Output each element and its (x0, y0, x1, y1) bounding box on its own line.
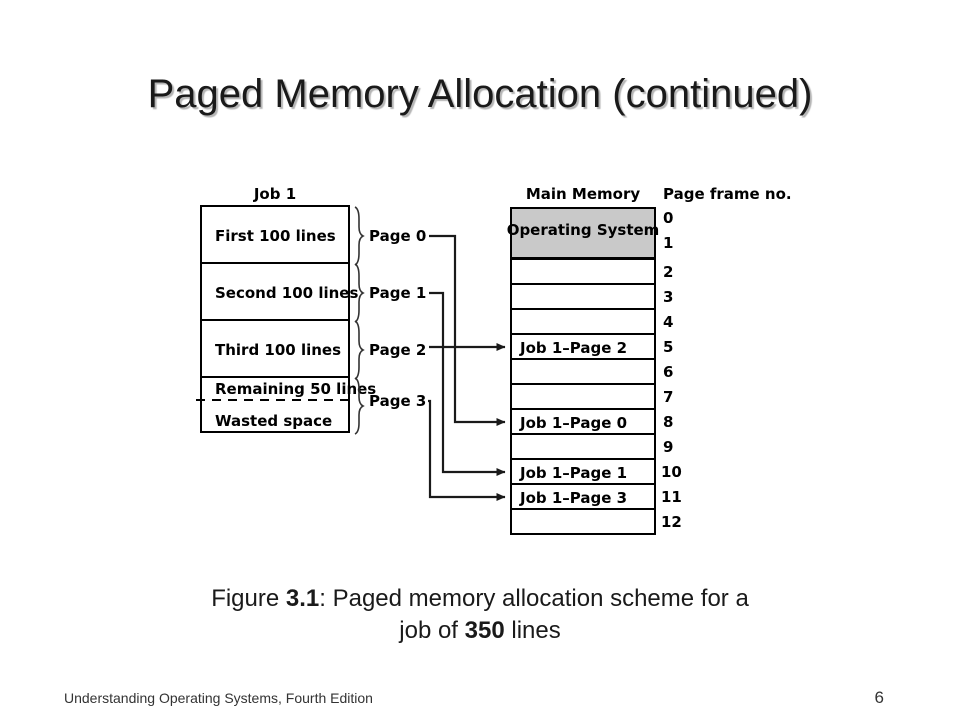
memory-frame-5 (510, 333, 656, 360)
page-label-1: Page 1 (369, 284, 426, 302)
connector-page-3-to-frame-11 (428, 399, 506, 501)
frame-no-2: 2 (663, 263, 673, 281)
frame-no-3: 3 (663, 288, 673, 306)
job-box (200, 205, 350, 433)
memory-frame-6 (510, 358, 656, 385)
frame-no-6: 6 (663, 363, 673, 381)
memory-frame-text-10: Job 1–Page 1 (519, 464, 627, 482)
frame-no-1: 1 (663, 234, 673, 252)
caption-line-count: 350 (464, 617, 505, 644)
page-frame-no-label: Page frame no. (663, 185, 792, 203)
connector-page-0-to-frame-8 (429, 234, 506, 426)
memory-frame-2 (510, 258, 656, 285)
memory-frame-text-5: Job 1–Page 2 (519, 339, 627, 357)
caption-line2-pre: job of (399, 617, 465, 644)
memory-frame-os (510, 207, 656, 259)
main-memory-label: Main Memory (526, 185, 641, 203)
memory-frame-10 (510, 458, 656, 485)
memory-frame-8 (510, 408, 656, 435)
job-segment-text-5: Wasted space (215, 412, 332, 430)
page-label-3: Page 3 (369, 392, 426, 410)
caption-line2-post: lines (504, 617, 561, 644)
brace-page-1 (354, 263, 365, 323)
frame-no-11: 11 (661, 488, 682, 506)
memory-frame-12 (510, 508, 656, 535)
footer-divider (0, 676, 960, 677)
frame-no-0: 0 (663, 209, 673, 227)
job-segment-text-2: Second 100 lines (215, 284, 358, 302)
memory-frame-9 (510, 433, 656, 460)
frame-no-8: 8 (663, 413, 673, 431)
memory-frame-4 (510, 308, 656, 335)
page-label-0: Page 0 (369, 227, 426, 245)
job-segment-text-3: Third 100 lines (215, 341, 341, 359)
job-segment-text-1: First 100 lines (215, 227, 336, 245)
page-title: Paged Memory Allocation (continued) (147, 72, 813, 116)
job-segment-text-4: Remaining 50 lines (215, 380, 376, 398)
footer-page-number: 6 (874, 688, 884, 707)
memory-frame-3 (510, 283, 656, 310)
footer-book-title: Understanding Operating Systems, Fourth … (64, 690, 373, 706)
memory-frame-text-11: Job 1–Page 3 (519, 489, 627, 507)
job-label: Job 1 (253, 185, 296, 203)
brace-page-3 (354, 377, 365, 435)
frame-no-10: 10 (661, 463, 682, 481)
frame-no-9: 9 (663, 438, 673, 456)
frame-no-7: 7 (663, 388, 673, 406)
caption-line1-post: : Paged memory allocation scheme for a (319, 585, 749, 612)
memory-frame-11 (510, 483, 656, 510)
memory-frame-text-os: Operating System (507, 221, 660, 239)
brace-page-0 (354, 206, 365, 266)
frame-no-12: 12 (661, 513, 682, 531)
frame-no-5: 5 (663, 338, 673, 356)
memory-frame-text-8: Job 1–Page 0 (519, 414, 627, 432)
figure-caption: Figure 3.1: Paged memory allocation sche… (130, 583, 830, 647)
page-label-2: Page 2 (369, 341, 426, 359)
frame-no-4: 4 (663, 313, 673, 331)
caption-figure-number: 3.1 (285, 585, 320, 612)
connector-page-1-to-frame-10 (429, 291, 506, 476)
brace-page-2 (354, 320, 365, 380)
caption-line1-pre: Figure (211, 585, 286, 612)
memory-frame-7 (510, 383, 656, 410)
